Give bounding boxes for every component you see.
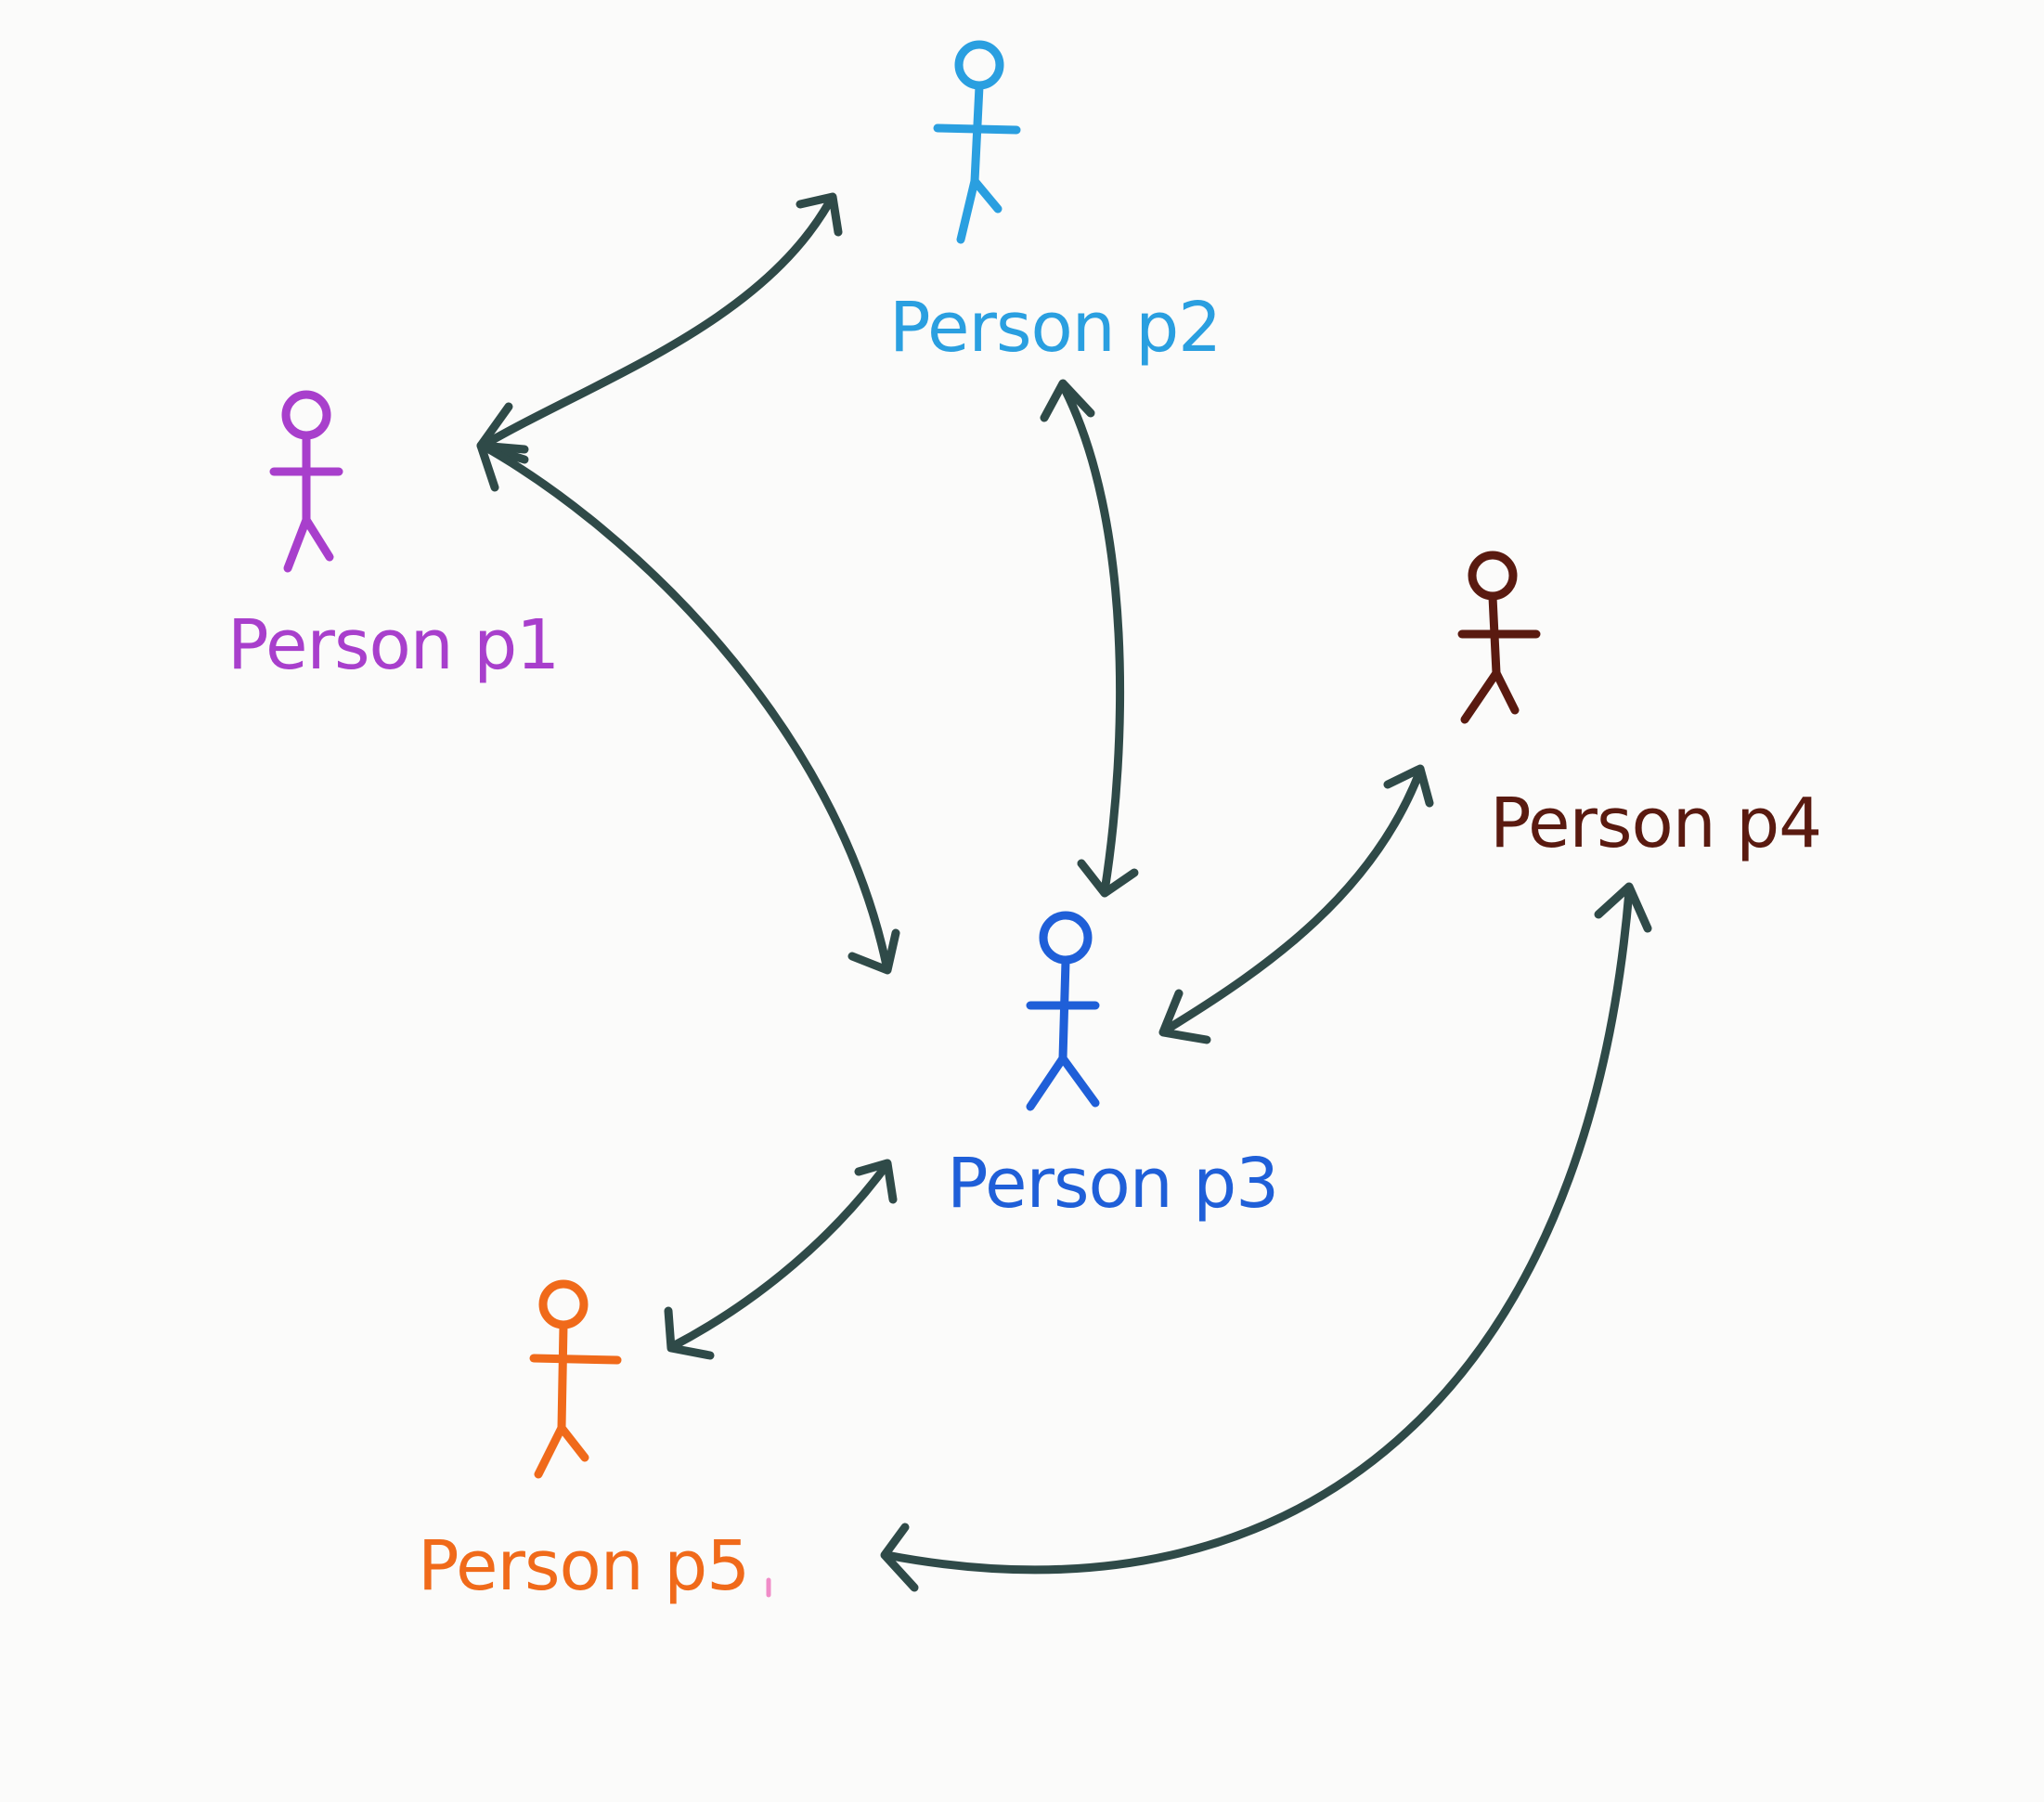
person-p5-head (538, 1279, 589, 1329)
person-p3-label: Person p3 (947, 1144, 1278, 1224)
person-p3-legs (1026, 1054, 1100, 1111)
arrowhead-p5-start-a (664, 1306, 715, 1360)
arrowhead-p3-end-b (1077, 859, 1139, 898)
arrowhead-p3-start-c (1158, 989, 1211, 1044)
person-p5-label: Person p5 (418, 1526, 749, 1606)
person-p4-legs (1460, 668, 1520, 724)
edge-p3-p4 (1160, 766, 1425, 1035)
person-p1-head (281, 390, 331, 440)
person-p5-body (557, 1321, 568, 1433)
arrowhead-p2-end (796, 192, 843, 237)
edge-p2-p3 (1058, 381, 1125, 896)
person-p1-label: Person p1 (227, 605, 559, 685)
person-p4-figure (1457, 551, 1541, 724)
arrowhead-p5-start-b (880, 1523, 919, 1592)
edge-p1-p2 (478, 195, 835, 450)
person-p2-figure (933, 40, 1021, 244)
person-p2-head (954, 40, 1004, 90)
edge-p4-p5 (882, 887, 1634, 1575)
arrowhead-p4-end-a (1383, 764, 1434, 808)
person-p1-figure (269, 390, 343, 573)
person-p4-head (1468, 551, 1518, 601)
person-p4-label: Person p4 (1490, 784, 1821, 863)
person-p2-arms (933, 123, 1021, 135)
person-p2-body (970, 82, 984, 186)
arrowhead-p3-end-a (847, 928, 900, 975)
edge-p1-p3 (478, 441, 891, 970)
arrowhead-p3-end-c (854, 1159, 898, 1204)
edges-layer (476, 192, 1652, 1592)
person-p2-label: Person p2 (889, 288, 1221, 368)
person-p5-legs (534, 1423, 589, 1479)
person-p1-legs (283, 515, 334, 573)
arrowhead-p2-start (1040, 379, 1095, 422)
person-p3-head (1039, 911, 1093, 965)
person-p2-legs (956, 176, 1003, 244)
person-p5-figure (529, 1279, 622, 1479)
arrowhead-p1-start (476, 441, 529, 492)
arrowhead-p4-end-b (1594, 882, 1652, 933)
person-p3-figure (1026, 911, 1100, 1111)
edge-p3-p5 (668, 1160, 891, 1351)
person-p5-arms (529, 1354, 622, 1365)
